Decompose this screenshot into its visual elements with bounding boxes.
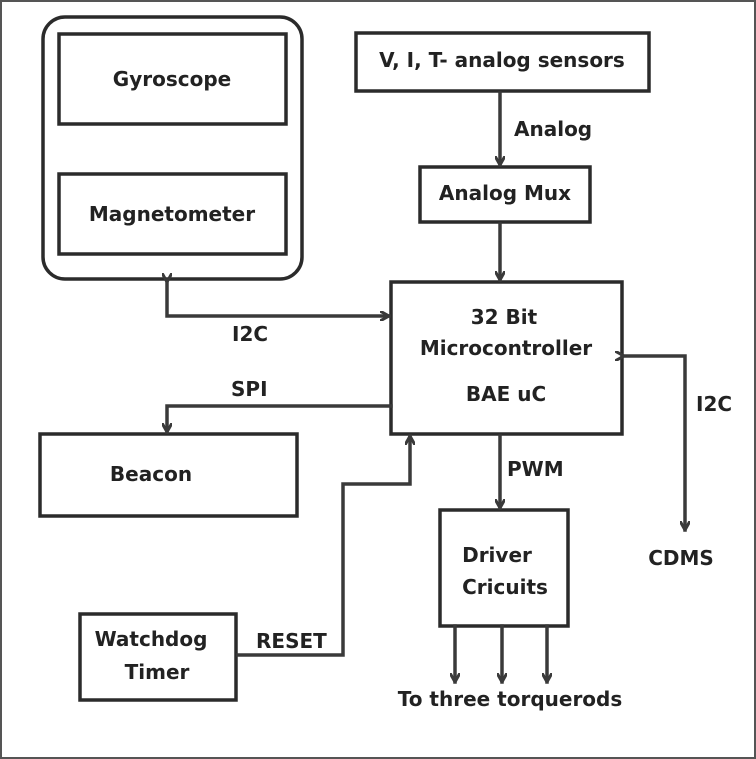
analog-sensors-block	[354, 31, 651, 93]
driver-label-line2: Cricuits	[462, 575, 548, 599]
gyroscope-label: Gyroscope	[113, 67, 231, 91]
reset-label: RESET	[256, 629, 327, 653]
watchdog-label-line2: Timer	[125, 660, 190, 684]
i2c-cdms-label: I2C	[696, 392, 732, 416]
watchdog-label-line1: Watchdog	[95, 627, 208, 651]
i2c-cdms-bus	[624, 356, 685, 532]
watchdog-timer-block	[78, 612, 238, 702]
magnetometer-label: Magnetometer	[89, 202, 255, 226]
cdms-label: CDMS	[648, 546, 714, 570]
microcontroller-label-line1: 32 Bit	[471, 305, 538, 329]
microcontroller-label-line2: Microcontroller	[420, 336, 592, 360]
analog-mux-block	[418, 165, 592, 224]
driver-label-line1: Driver	[462, 543, 532, 567]
spi-label: SPI	[231, 377, 268, 401]
reset-line-arrow	[236, 434, 410, 657]
microcontroller-label-line3: BAE uC	[466, 382, 546, 406]
torquerods-label: To three torquerods	[398, 687, 623, 711]
magnetometer-block	[57, 172, 288, 256]
analog-sensors-label: V, I, T- analog sensors	[379, 48, 625, 72]
microcontroller-block	[389, 280, 624, 436]
beacon-label: Beacon	[110, 462, 192, 486]
analog-mux-label: Analog Mux	[439, 181, 571, 205]
beacon-block	[38, 432, 299, 518]
i2c-sensors-bus	[167, 282, 391, 316]
spi-to-beacon-arrow	[167, 404, 393, 434]
analog-signal-label: Analog	[514, 117, 592, 141]
gyroscope-block	[57, 32, 288, 126]
driver-circuits-block	[438, 508, 570, 628]
i2c-sensors-label: I2C	[232, 322, 268, 346]
pwm-label: PWM	[507, 457, 564, 481]
